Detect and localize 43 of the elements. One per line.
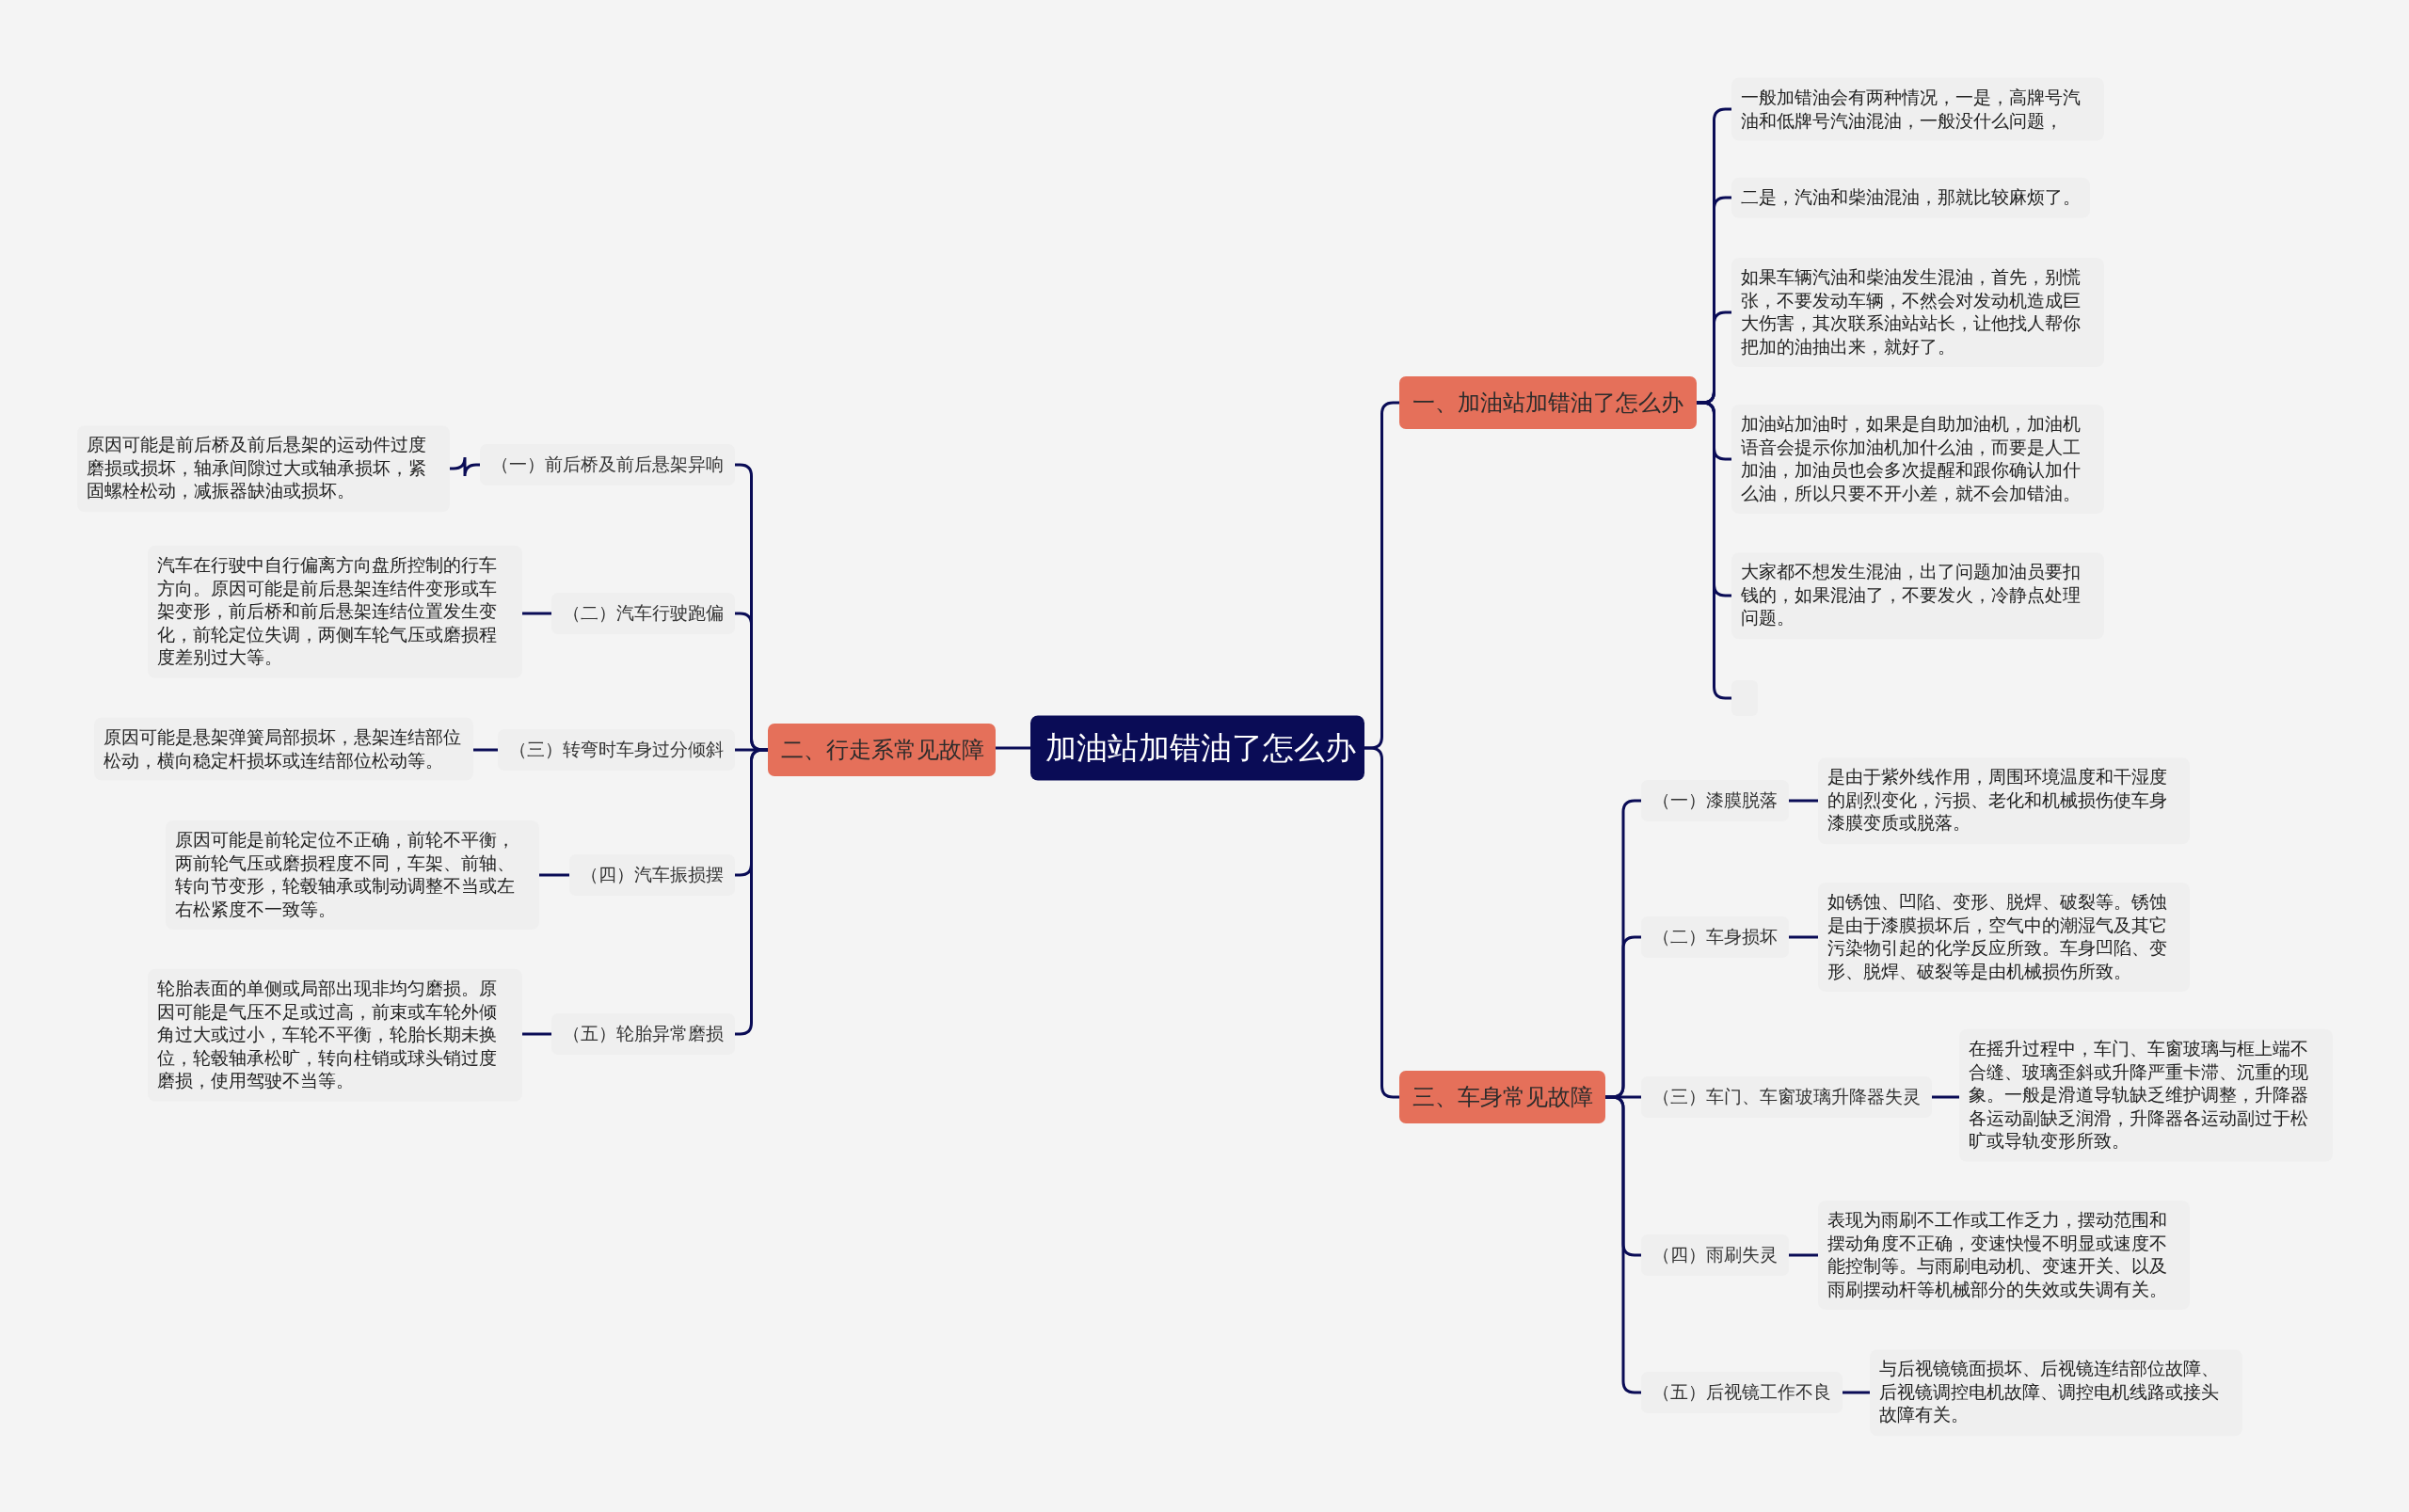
subtopic-box: （一）前后桥及前后悬架异响 bbox=[480, 444, 735, 485]
connector-line bbox=[996, 746, 1030, 750]
note-box: 与后视镜镜面损坏、后视镜连结部位故障、后视镜调控电机故障、调控电机线路或接头故障有关。 bbox=[1870, 1349, 2242, 1436]
note-box: 二是，汽油和柴油混油，那就比较麻烦了。 bbox=[1731, 177, 2090, 218]
connector-line bbox=[522, 1032, 551, 1036]
note-box: 如果车辆汽油和柴油发生混油，首先，别慌张，不要发动车辆，不然会对发动机造成巨大伤害，其次联系油站站长，让他找人帮你把加的油抽出来，就好了。 bbox=[1731, 258, 2104, 367]
empty-box bbox=[1731, 680, 1758, 716]
connector-line bbox=[539, 873, 569, 877]
note-box: 轮胎表面的单侧或局部出现非均匀磨损。原因可能是气压不足或过高，前束或车轮外倾角过大或过小，车轮不平衡，轮胎长期未换位，轮毂轴承松旷，转向柱销或球头销过度磨损，使用驾驶不当等。 bbox=[148, 968, 522, 1102]
connector-line bbox=[1789, 1253, 1818, 1257]
note-box: 汽车在行驶中自行偏离方向盘所控制的行车方向。原因可能是前后悬架连结件变形或车架变形，前后桥和前后悬架连结位置发生变化，前轮定位失调，两侧车轮气压或磨损程度差别过大等。 bbox=[148, 545, 522, 678]
note-box: 在摇升过程中，车门、车窗玻璃与框上端不合缝、玻璃歪斜或升降严重卡滞、沉重的现象。一般是滑道导轨缺乏维护调整，升降器各运动副缺乏润滑，升降器各运动副过于松旷或导轨变形所致。 bbox=[1959, 1028, 2333, 1162]
subtopic-box: （二）汽车行驶跑偏 bbox=[551, 593, 735, 634]
connector-line bbox=[1605, 1095, 1641, 1394]
note-box: 原因可能是前后桥及前后悬架的运动件过度磨损或损坏，轴承间隙过大或轴承损坏，紧固螺栓松动，减振器缺油或损坏。 bbox=[77, 425, 450, 512]
connector-line bbox=[1843, 1391, 1870, 1394]
connector-line bbox=[1789, 799, 1818, 803]
connector-line bbox=[1932, 1095, 1959, 1099]
connector-line bbox=[450, 455, 480, 478]
note-box: 表现为雨刷不工作或工作乏力，摆动范围和摆动角度不正确，变速快慢不明显或速度不能控制等。与雨刷电动机、变速开关、以及雨刷摆动杆等机械部分的失效或失调有关。 bbox=[1818, 1201, 2190, 1310]
note-box: 一般加错油会有两种情况，一是，高牌号汽油和低牌号汽油混油，一般没什么问题， bbox=[1731, 77, 2104, 141]
subtopic-box: （四）汽车振损摆 bbox=[569, 854, 735, 896]
central-topic-box: 加油站加错油了怎么办 bbox=[1030, 715, 1364, 781]
connector-line bbox=[1789, 935, 1818, 939]
note-box: 大家都不想发生混油，出了问题加油员要扣钱的，如果混油了，不要发火，冷静点处理问题。 bbox=[1731, 552, 2104, 639]
note-box: 原因可能是前轮定位不正确，前轮不平衡，两前轮气压或磨损程度不同，车架、前轴、转向节变形，轮毂轴承或制动调整不当或左右松紧度不一致等。 bbox=[166, 820, 539, 930]
branch-topic-box: 三、车身常见故障 bbox=[1399, 1071, 1605, 1123]
note-box: 加油站加油时，如果是自助加油机，加油机语音会提示你加油机加什么油，而要是人工加油，加油员也会多次提醒和跟你确认加什么油，所以只要不开小差，就不会加错油。 bbox=[1731, 405, 2104, 514]
note-box: 如锈蚀、凹陷、变形、脱焊、破裂等。锈蚀是由于漆膜损坏后，空气中的潮湿气及其它污染物引起的化学反应所致。车身凹陷、变形、脱焊、破裂等是由机械损伤所致。 bbox=[1818, 883, 2190, 992]
connector-line bbox=[1364, 746, 1399, 1099]
connector-line bbox=[473, 748, 498, 752]
subtopic-box: （三）车门、车窗玻璃升降器失灵 bbox=[1641, 1076, 1932, 1118]
subtopic-box: （五）轮胎异常磨损 bbox=[551, 1013, 735, 1055]
subtopic-box: （二）车身损坏 bbox=[1641, 916, 1789, 958]
subtopic-box: （三）转弯时车身过分倾斜 bbox=[498, 729, 735, 771]
note-box: 原因可能是悬架弹簧局部损坏，悬架连结部位松动，横向稳定杆损坏或连结部位松动等。 bbox=[94, 717, 473, 781]
subtopic-box: （一）漆膜脱落 bbox=[1641, 780, 1789, 821]
subtopic-box: （五）后视镜工作不良 bbox=[1641, 1372, 1843, 1413]
branch-topic-box: 二、行走系常见故障 bbox=[768, 724, 996, 776]
subtopic-box: （四）雨刷失灵 bbox=[1641, 1234, 1789, 1276]
note-box: 是由于紫外线作用，周围环境温度和干湿度的剧烈变化，污损、老化和机械损伤使车身漆膜变质或脱落。 bbox=[1818, 757, 2190, 844]
branch-topic-box: 一、加油站加错油了怎么办 bbox=[1399, 376, 1697, 429]
connector-line bbox=[522, 612, 551, 615]
